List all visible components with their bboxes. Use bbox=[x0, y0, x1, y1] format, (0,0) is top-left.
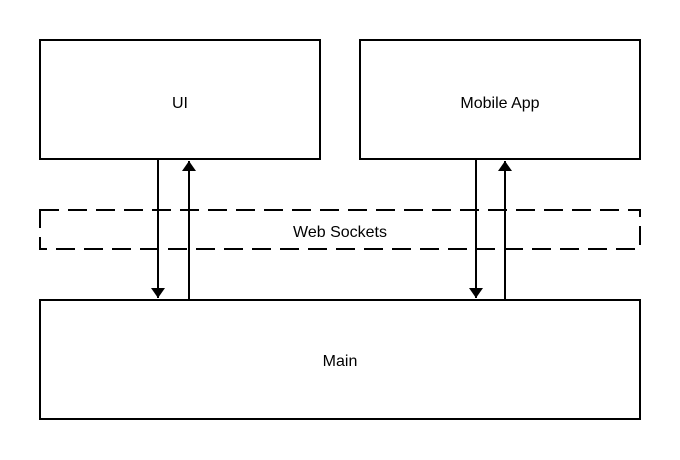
ui-box bbox=[39, 39, 321, 160]
main-node: Main bbox=[39, 299, 641, 420]
mobile-app-box bbox=[359, 39, 641, 160]
ui-node: UI bbox=[39, 39, 321, 160]
web-sockets-layer: Web Sockets bbox=[39, 209, 641, 250]
mobile-app-label: Mobile App bbox=[460, 95, 539, 112]
web-sockets-label: Web Sockets bbox=[293, 224, 387, 241]
web-sockets-dashed-box bbox=[39, 209, 641, 250]
ui-label: UI bbox=[172, 95, 188, 112]
mobile-app-node: Mobile App bbox=[359, 39, 641, 160]
main-box bbox=[39, 299, 641, 420]
main-label: Main bbox=[323, 353, 358, 370]
